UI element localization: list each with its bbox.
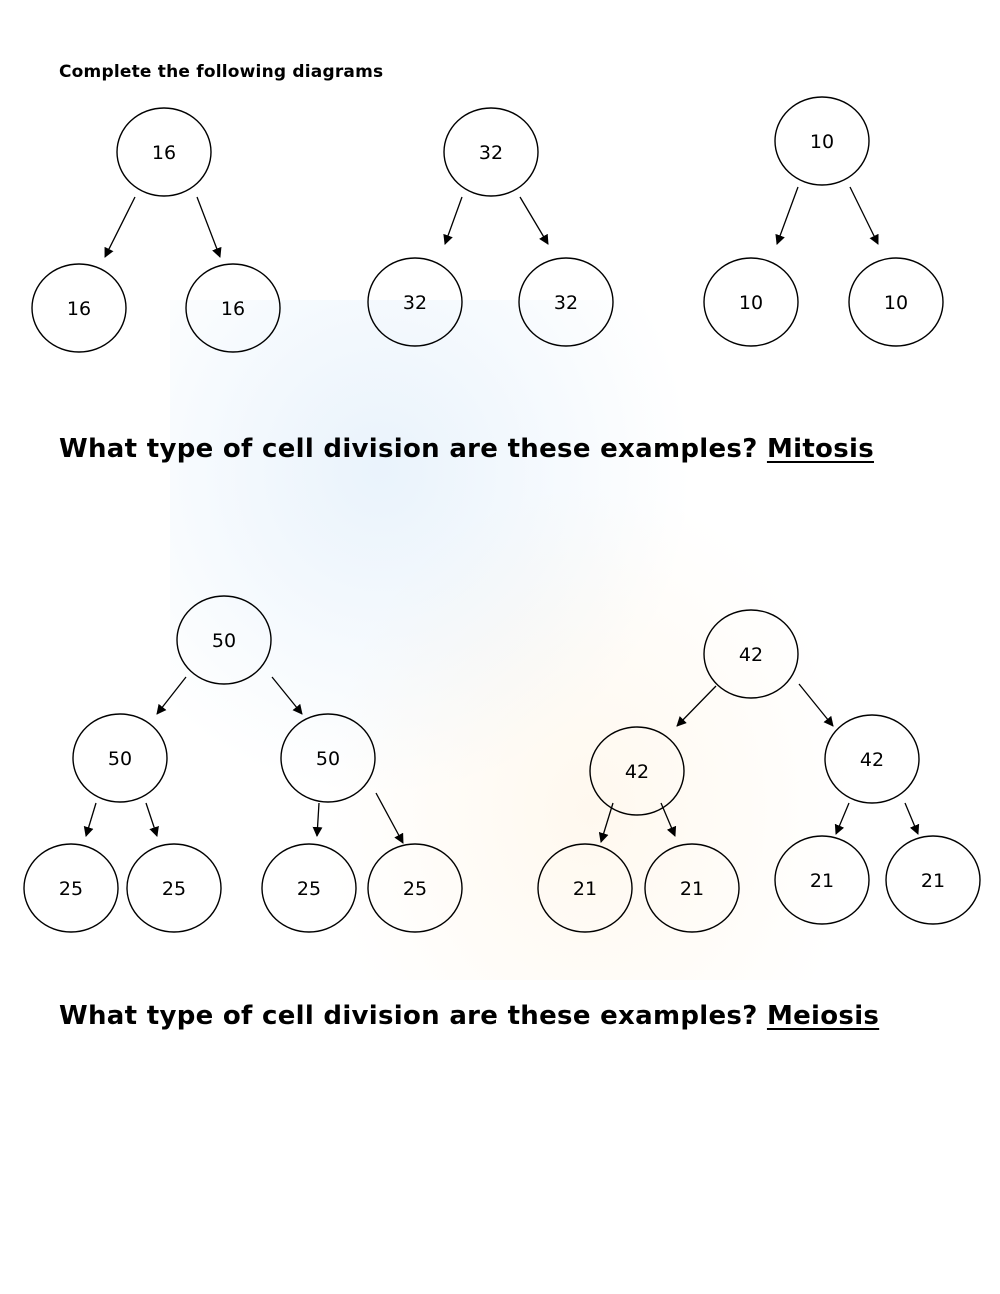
arrow-icon <box>519 196 549 245</box>
arrow-icon <box>104 196 136 258</box>
cell-circle <box>644 843 740 933</box>
cell-circle <box>367 257 463 347</box>
chromosome-count: 32 <box>403 292 427 314</box>
diagram-meiosis-42: 42 42 42 21 21 21 21 <box>537 609 981 933</box>
chromosome-count: 10 <box>884 292 908 314</box>
answer-meiosis: Meiosis <box>766 1001 880 1031</box>
diagram-mitosis-32: 32 32 32 <box>367 107 614 347</box>
cell-circle <box>176 595 272 685</box>
cell-circle <box>261 843 357 933</box>
chromosome-count: 42 <box>860 749 884 771</box>
chromosome-count: 21 <box>573 878 597 900</box>
chromosome-count: 16 <box>67 298 91 320</box>
cell-circle <box>126 843 222 933</box>
chromosome-count: 25 <box>59 878 83 900</box>
arrow-icon <box>660 802 677 837</box>
cell-circle <box>31 263 127 353</box>
chromosome-count: 10 <box>810 131 834 153</box>
cell-circle <box>23 843 119 933</box>
chromosome-count: 42 <box>625 761 649 783</box>
question-text: What type of cell division are these exa… <box>59 434 758 464</box>
arrow-icon <box>775 186 799 245</box>
chromosome-count: 25 <box>162 878 186 900</box>
arrow-icon <box>834 802 850 835</box>
cell-circle <box>774 96 870 186</box>
arrow-icon <box>798 683 834 727</box>
arrow-icon <box>676 685 717 727</box>
chromosome-count: 25 <box>403 878 427 900</box>
cell-circle <box>443 107 539 197</box>
arrow-icon <box>83 802 97 837</box>
arrow-icon <box>145 802 159 837</box>
cell-circle <box>848 257 944 347</box>
cell-circle <box>537 843 633 933</box>
arrow-icon <box>312 802 323 837</box>
cell-circle <box>280 713 376 803</box>
chromosome-count: 21 <box>810 870 834 892</box>
question-meiosis: What type of cell division are these exa… <box>59 1001 879 1031</box>
cell-circle <box>185 263 281 353</box>
question-mitosis: What type of cell division are these exa… <box>59 434 874 464</box>
chromosome-count: 32 <box>479 142 503 164</box>
cell-circle <box>885 835 981 925</box>
cell-circle <box>72 713 168 803</box>
diagram-mitosis-16: 16 16 16 <box>31 107 281 353</box>
arrow-icon <box>196 196 222 258</box>
arrow-icon <box>849 186 879 245</box>
cell-circle <box>703 257 799 347</box>
diagram-meiosis-50: 50 50 50 25 25 25 25 <box>23 595 463 933</box>
chromosome-count: 10 <box>739 292 763 314</box>
answer-mitosis: Mitosis <box>766 434 874 464</box>
instruction-heading: Complete the following diagrams <box>59 62 384 82</box>
chromosome-count: 50 <box>108 748 132 770</box>
cell-circle <box>774 835 870 925</box>
cell-circle <box>518 257 614 347</box>
cell-circle <box>703 609 799 699</box>
chromosome-count: 21 <box>680 878 704 900</box>
chromosome-count: 21 <box>921 870 945 892</box>
cell-circle <box>589 726 685 816</box>
arrow-icon <box>598 802 614 843</box>
chromosome-count: 25 <box>297 878 321 900</box>
chromosome-count: 50 <box>316 748 340 770</box>
arrow-icon <box>271 676 303 715</box>
arrow-icon <box>443 196 463 245</box>
diagram-mitosis-10: 10 10 10 <box>703 96 944 347</box>
arrow-icon <box>375 792 404 844</box>
chromosome-count: 42 <box>739 644 763 666</box>
cell-circle <box>367 843 463 933</box>
chromosome-count: 50 <box>212 630 236 652</box>
arrow-icon <box>156 676 187 715</box>
cell-circle <box>824 714 920 804</box>
chromosome-count: 16 <box>221 298 245 320</box>
arrow-icon <box>904 802 920 835</box>
question-text: What type of cell division are these exa… <box>59 1001 758 1031</box>
cell-circle <box>116 107 212 197</box>
chromosome-count: 32 <box>554 292 578 314</box>
chromosome-count: 16 <box>152 142 176 164</box>
